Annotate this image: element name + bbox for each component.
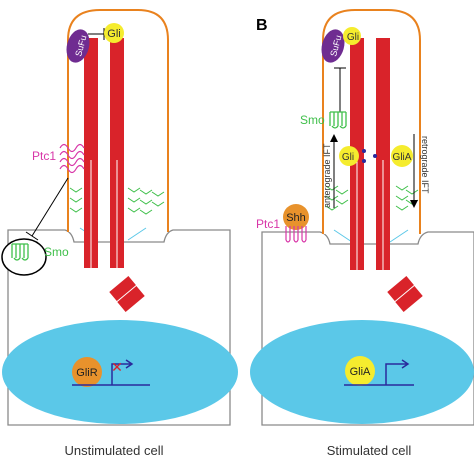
right-shh-circle bbox=[283, 204, 309, 230]
right-axoneme-b bbox=[376, 38, 390, 270]
left-glir-label: GliR bbox=[76, 367, 97, 379]
left-glir-circle bbox=[72, 357, 102, 387]
left-tss-arrow bbox=[111, 359, 134, 385]
left-caption: Unstimulated cell bbox=[65, 443, 164, 458]
left-ptc1-smo-bar bbox=[25, 231, 39, 241]
right-gli-label: Gli bbox=[342, 152, 354, 163]
right-transition-zone bbox=[333, 229, 409, 243]
right-glia-nucleus-label: GliA bbox=[350, 366, 371, 378]
right-retrograde-arrowhead bbox=[410, 200, 418, 208]
right-anterograde-arrowhead bbox=[330, 134, 338, 142]
left-nucleus bbox=[2, 320, 238, 424]
right-tss-arrow bbox=[385, 359, 410, 385]
right-transition-fibers bbox=[325, 185, 419, 211]
left-repression-x: ✕ bbox=[111, 359, 123, 375]
right-gli-circle bbox=[339, 146, 359, 166]
right-daughter-centriole bbox=[385, 274, 425, 314]
left-gli-label: Gli bbox=[107, 28, 120, 40]
right-gli-dot-3 bbox=[373, 154, 377, 158]
right-panel: B SuFu Gli Smo bbox=[250, 9, 474, 458]
left-transition-fibers bbox=[69, 187, 165, 215]
right-sufu-oval bbox=[321, 29, 345, 63]
right-glia-cilium-label: GliA bbox=[393, 152, 412, 163]
left-ptc1-smo-inhibition bbox=[31, 177, 69, 237]
left-daughter-centriole bbox=[107, 274, 147, 314]
right-cilium-membrane bbox=[322, 9, 421, 234]
left-gli-circle bbox=[104, 23, 124, 43]
panel-b-letter: B bbox=[256, 17, 268, 34]
left-panel: SuFu Gli Ptc1 Smo GliR ✕ Unstimulated ce… bbox=[1, 9, 238, 458]
right-ptc1-label: Ptc1 bbox=[256, 217, 280, 231]
right-gli-dot-1 bbox=[362, 149, 366, 153]
right-retrograde-label: retrograde IFT bbox=[420, 136, 430, 194]
right-shh-label: Shh bbox=[286, 212, 306, 224]
right-caption: Stimulated cell bbox=[327, 443, 412, 458]
right-gli-tip-label: Gli bbox=[347, 32, 359, 43]
left-axoneme-a bbox=[84, 38, 98, 268]
right-gli-dot-2 bbox=[362, 159, 366, 163]
right-smo-label: Smo bbox=[300, 113, 325, 127]
right-ptc1-receptor bbox=[285, 226, 307, 243]
right-gli-tip-circle bbox=[343, 27, 361, 45]
right-smo-receptor bbox=[329, 111, 347, 129]
left-ptc1-label: Ptc1 bbox=[32, 149, 56, 163]
right-anterograde-label: anterograde IFT bbox=[322, 143, 332, 208]
right-glia-nucleus-circle bbox=[345, 356, 375, 386]
left-ptc1-receptor bbox=[59, 143, 85, 174]
left-sufu-oval bbox=[66, 29, 90, 63]
left-smo-label: Smo bbox=[44, 245, 69, 259]
left-axoneme-b bbox=[110, 38, 124, 268]
left-smo-receptor bbox=[11, 243, 29, 261]
right-glia-cilium-circle bbox=[391, 145, 413, 167]
